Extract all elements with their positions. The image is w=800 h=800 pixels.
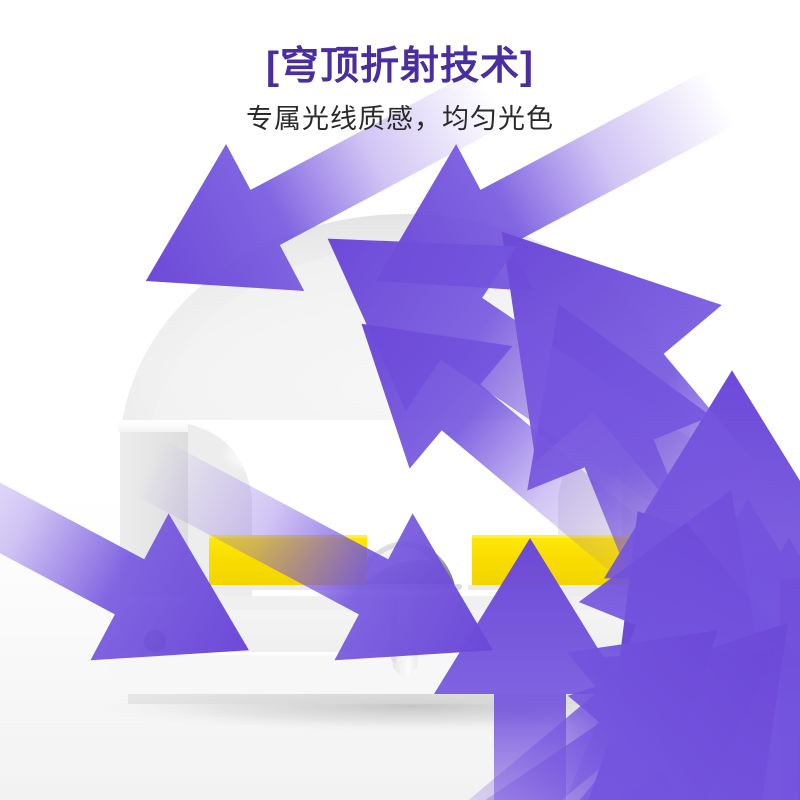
page-subtitle: 专属光线质感，均匀光色: [246, 104, 554, 135]
page-title: [穹顶折射技术]: [266, 45, 534, 88]
header-block: [穹顶折射技术] 专属光线质感，均匀光色: [0, 0, 800, 135]
